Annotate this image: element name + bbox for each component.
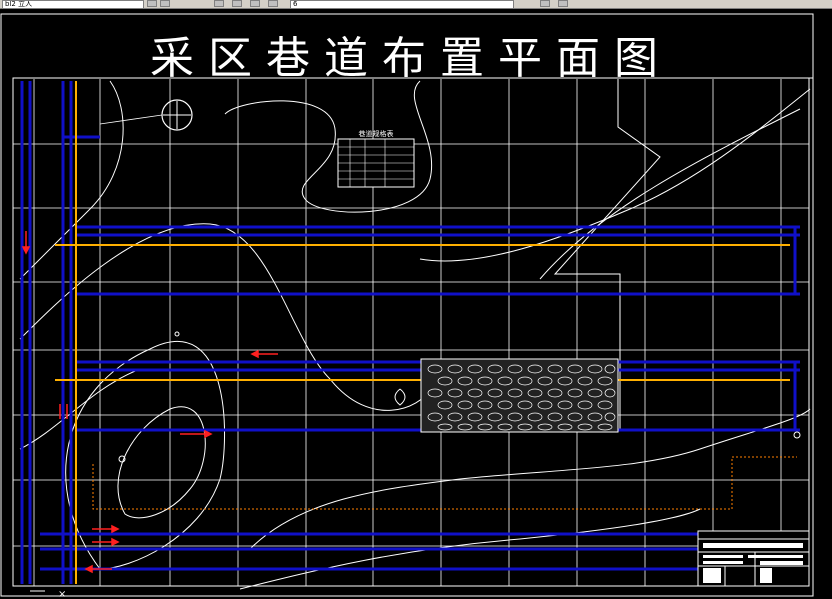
drawing-title: 采区巷道布置平面图 (150, 33, 672, 84)
layer-dropdown[interactable]: bl2 立人 (2, 0, 144, 9)
fault-line (553, 79, 661, 429)
layer-match-icon[interactable] (558, 0, 568, 7)
orange-dashed-route (92, 456, 797, 510)
bulb-icon[interactable] (232, 0, 242, 7)
title-block (697, 530, 810, 587)
cad-toolbar: bl2 立人 6 (0, 0, 832, 9)
sun-icon[interactable] (250, 0, 260, 7)
svg-text:×: × (58, 589, 66, 599)
ventilation-arrows (21, 231, 278, 574)
lock-icon[interactable] (268, 0, 278, 7)
save-icon[interactable] (160, 0, 170, 7)
contour-lines (19, 80, 811, 590)
layer-props-button[interactable] (147, 0, 157, 7)
layer-state-icon[interactable] (214, 0, 224, 7)
north-compass-icon (99, 99, 193, 131)
coordinate-grid (13, 79, 809, 586)
roadway-spec-table: 巷道规格表 (337, 129, 415, 188)
layer-prev-icon[interactable] (540, 0, 550, 7)
layer-name-dropdown[interactable]: 6 (290, 0, 514, 9)
drawing-canvas[interactable]: 巷道规格表 × (0, 9, 832, 599)
legend-title: 巷道规格表 (359, 129, 394, 138)
